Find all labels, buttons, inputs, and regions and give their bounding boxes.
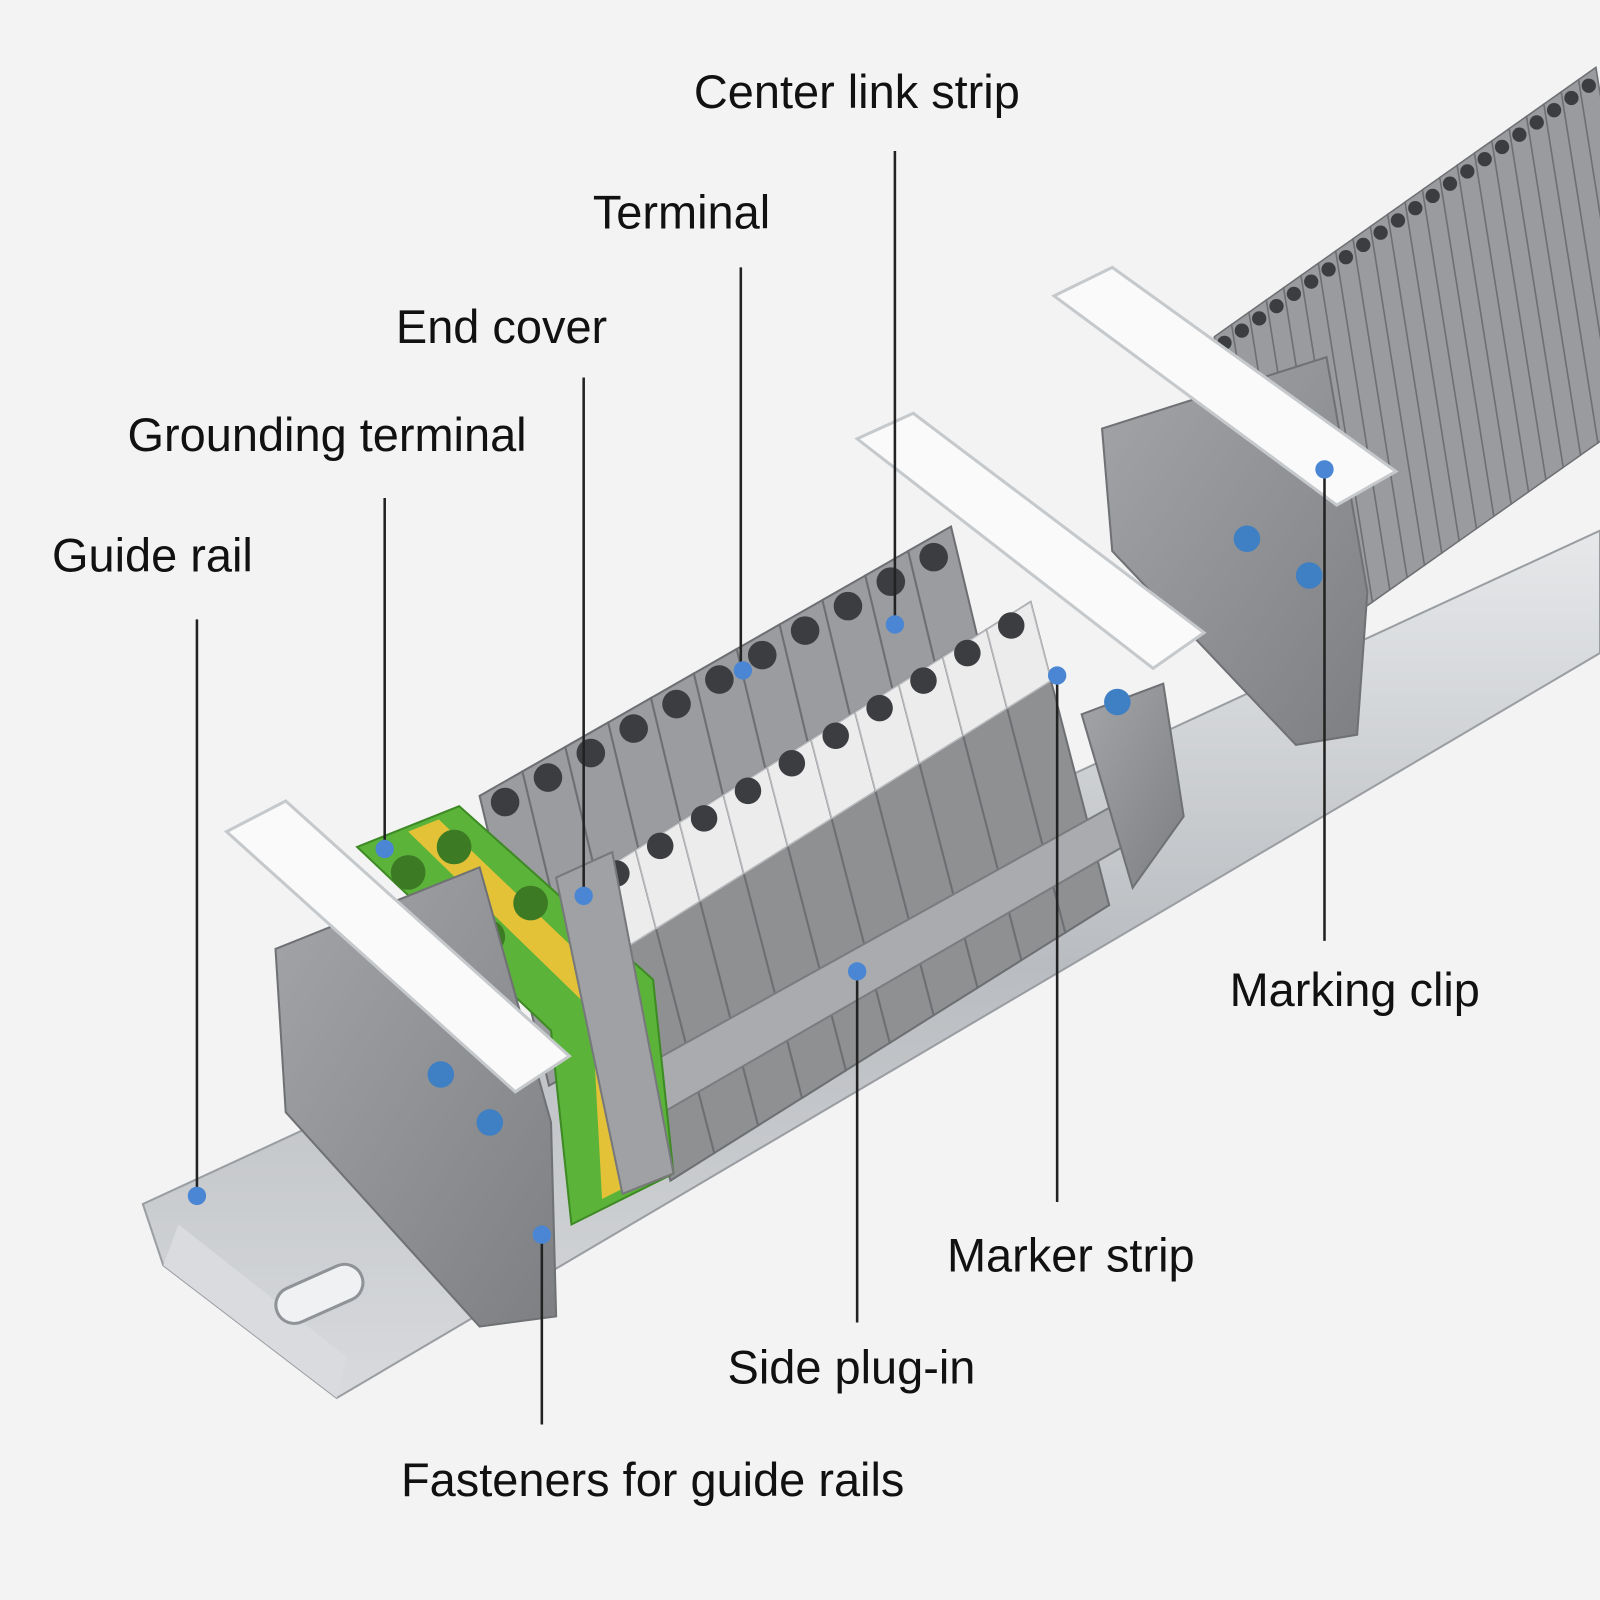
terminal-hole (1425, 188, 1440, 204)
label-terminal: Terminal (593, 187, 770, 239)
fastener-middle (1080, 682, 1185, 891)
terminal-hole (1460, 164, 1475, 179)
label-marking-clip: Marking clip (1230, 964, 1480, 1016)
terminal-hole (910, 667, 937, 694)
terminal-hole (1581, 78, 1596, 93)
terminal-hole (954, 639, 981, 667)
terminal-hole (1442, 176, 1458, 191)
callout-dot (847, 962, 867, 981)
terminal-hole (576, 738, 606, 768)
terminal-hole (866, 694, 893, 722)
terminal-hole (662, 689, 691, 719)
callout-dot (885, 615, 905, 634)
terminal-hole (778, 750, 806, 777)
terminal-hole (1546, 103, 1562, 118)
terminal-hole (833, 591, 863, 621)
terminal-hole (919, 542, 948, 572)
terminal-block (1560, 78, 1600, 340)
terminal-hole (1494, 139, 1510, 155)
label-fasteners: Fasteners for guide rails (401, 1454, 904, 1506)
terminal-hole (1390, 213, 1406, 228)
terminal-hole (1512, 127, 1527, 142)
terminal-hole (1286, 286, 1302, 302)
leaders (187, 151, 1334, 1425)
label-center-link-strip: Center link strip (694, 66, 1020, 118)
callout-dot (1047, 666, 1067, 685)
terminal-hole (1321, 262, 1336, 277)
terminal-hole (822, 722, 849, 749)
terminal-hole (876, 567, 906, 596)
terminal-hole (1234, 323, 1249, 338)
callout-dot (733, 661, 753, 680)
label-guide-rail: Guide rail (52, 529, 253, 581)
callout-dot (1315, 460, 1334, 479)
terminal-block (1577, 66, 1600, 219)
callout-dot (574, 886, 593, 906)
callout-dot (532, 1225, 552, 1244)
rail-slot (274, 1262, 365, 1325)
terminal-hole (734, 777, 762, 805)
terminal-hole (1529, 115, 1544, 130)
terminal-hole (747, 640, 777, 670)
terminal-hole (533, 763, 563, 792)
terminal-hole (1477, 152, 1492, 167)
terminal-hole (690, 805, 718, 832)
terminal-hole (1408, 201, 1423, 216)
end-cover (554, 850, 675, 1196)
terminal-hole (1373, 225, 1388, 240)
terminal-hole (790, 616, 820, 645)
terminal-block (1543, 90, 1600, 445)
marking-clip-left (223, 799, 572, 1094)
near-terminal-row (590, 600, 1124, 1183)
terminal-hole (1252, 311, 1267, 326)
callout-dot (187, 1186, 207, 1206)
marking-clip-right (1051, 265, 1399, 507)
terminal-hole (1356, 237, 1371, 253)
terminal-hole (1338, 250, 1354, 265)
terminal-hole (646, 832, 674, 860)
terminal-hole (1269, 298, 1284, 314)
terminal-hole (1304, 274, 1319, 289)
label-marker-strip: Marker strip (947, 1229, 1195, 1281)
terminal-hole (619, 714, 648, 743)
label-grounding-terminal: Grounding terminal (128, 409, 527, 461)
terminal-hole (997, 612, 1025, 639)
label-side-plug-in: Side plug-in (728, 1342, 976, 1394)
terminal-hole (1564, 90, 1579, 106)
callout-dot (375, 839, 394, 859)
terminal-hole (490, 787, 520, 817)
terminal-hole (705, 665, 734, 694)
label-end-cover: End cover (396, 301, 607, 353)
